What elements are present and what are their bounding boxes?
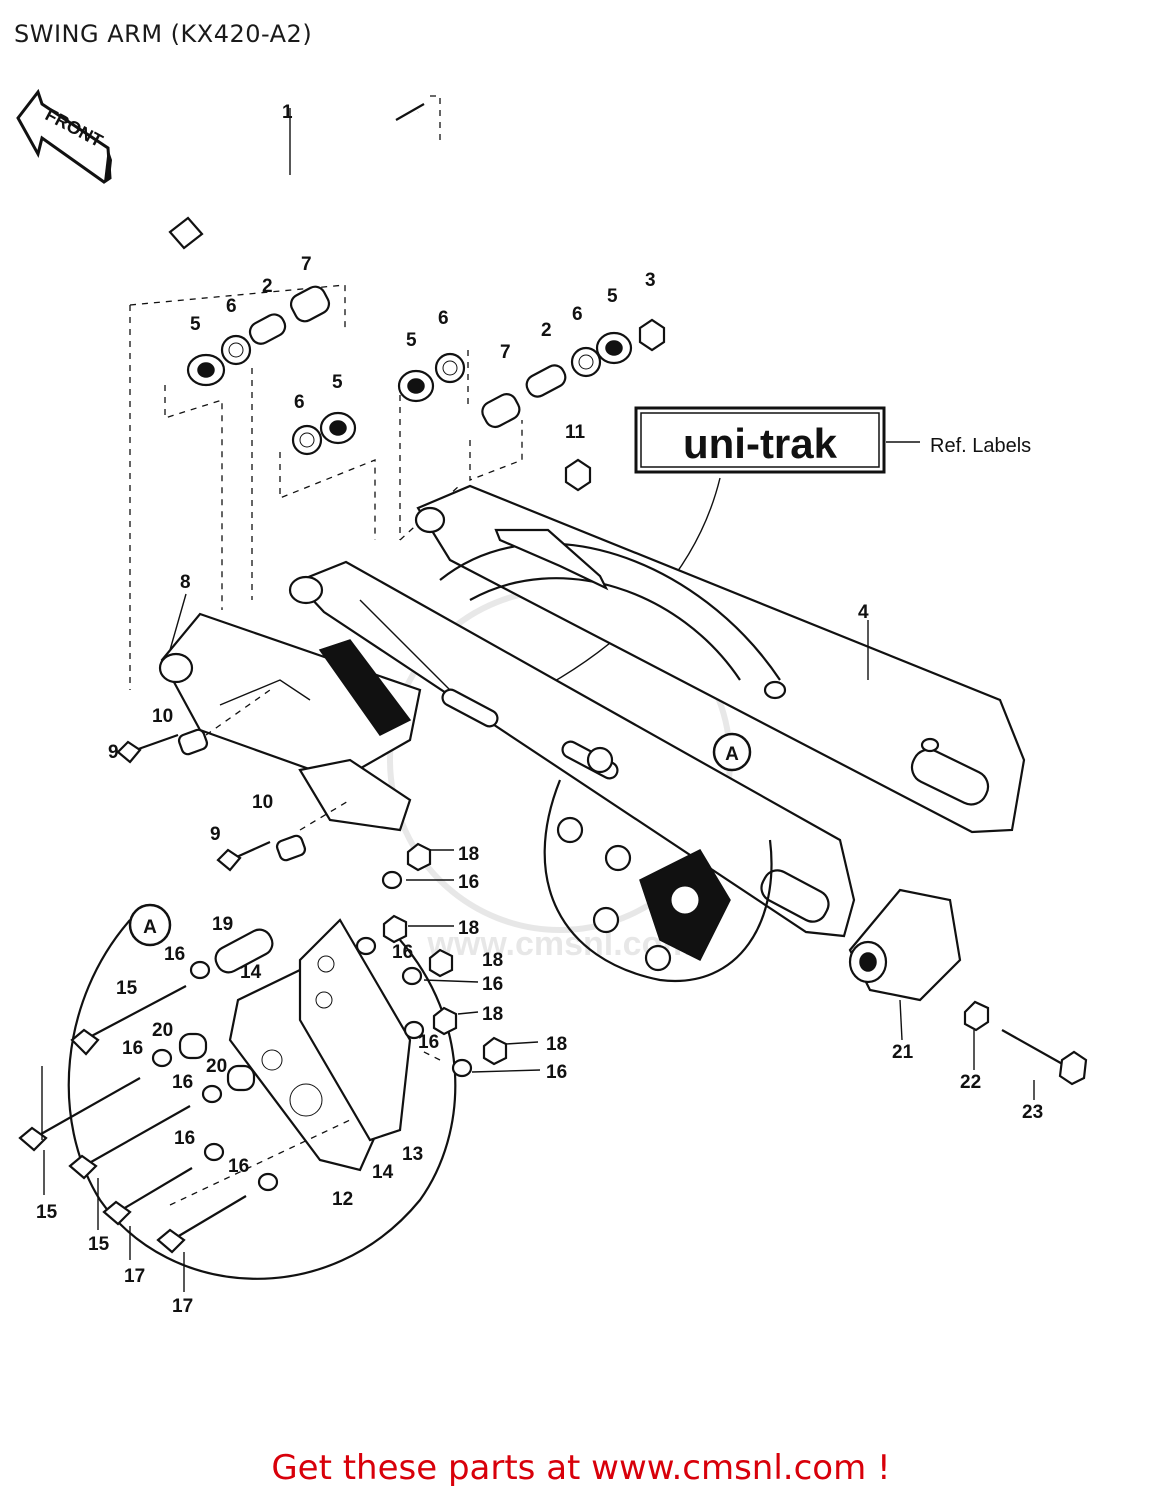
callout-9: 9 [108,742,119,763]
callout-numbers: 1 2 2 3 4 5 5 5 5 6 6 6 6 7 7 8 9 9 10 1… [36,102,1043,1317]
detail-marker-a: A [143,917,157,938]
callout-2b: 2 [541,320,552,341]
callout-17b: 17 [172,1296,193,1317]
callout-1: 1 [282,102,293,123]
callout-16a: 16 [458,872,479,893]
callout-3: 3 [645,270,656,291]
callout-7: 7 [301,254,312,275]
callout-21: 21 [892,1042,914,1063]
callout-19: 19 [212,914,233,935]
uni-trak-label: uni-trak Ref. Labels [519,406,1031,701]
callout-23: 23 [1022,1102,1043,1123]
detail-marker-a-main: A [712,732,752,772]
callout-15: 15 [116,978,138,999]
callout-18c: 18 [482,950,503,971]
callout-9b: 9 [210,824,221,845]
callout-20: 20 [152,1020,173,1041]
callout-18a: 18 [458,844,479,865]
callout-18d: 18 [482,1004,503,1025]
callout-4: 4 [858,602,869,623]
callout-10b: 10 [252,792,273,813]
callout-14b: 14 [372,1162,394,1183]
detail-a-view: A [18,842,508,1280]
callout-6b: 6 [294,392,305,413]
callout-16h: 16 [546,1062,567,1083]
callout-16j: 16 [228,1156,249,1177]
uni-trak-text: uni-trak [683,420,838,467]
callout-6: 6 [226,296,237,317]
pivot-bolt [168,103,425,250]
assembly-lines [129,95,523,690]
callout-22: 22 [960,1072,981,1093]
callout-16d: 16 [482,974,503,995]
callout-14: 14 [240,962,262,983]
swing-arm [158,484,1026,983]
callout-18b: 18 [458,918,479,939]
callout-5: 5 [190,314,201,335]
front-arrow-icon: FRONT [16,88,112,184]
callout-20b: 20 [206,1056,227,1077]
ref-labels-text: Ref. Labels [930,435,1031,457]
callout-16e: 16 [122,1038,143,1059]
callout-16c: 16 [392,942,413,963]
svg-text:A: A [725,744,739,765]
callout-16i: 16 [174,1128,195,1149]
callout-5c: 5 [406,330,417,351]
adjuster-parts [848,888,1088,1086]
callout-5b: 5 [332,372,343,393]
bolts-9-10 [116,689,351,872]
callout-7b: 7 [500,342,511,363]
callout-6d: 6 [572,304,583,325]
callout-12: 12 [332,1189,353,1210]
callout-11: 11 [565,422,586,443]
callout-8: 8 [180,572,191,593]
callout-6c: 6 [438,308,449,329]
page-title: SWING ARM (KX420-A2) [14,20,313,48]
callout-18e: 18 [546,1034,567,1055]
callout-15c: 15 [88,1234,110,1255]
callout-16f: 16 [418,1032,439,1053]
bushing-set-right [397,318,666,492]
callout-16b: 16 [164,944,185,965]
bushing-set-left [186,285,357,456]
callout-2: 2 [262,276,273,297]
footer-link-text[interactable]: Get these parts at www.cmsnl.com ! [271,1448,891,1488]
callout-15b: 15 [36,1202,58,1223]
leader-lines [41,593,1035,1292]
callout-10: 10 [152,706,173,727]
callout-17: 17 [124,1266,145,1287]
callout-13: 13 [402,1144,423,1165]
callout-5d: 5 [607,286,618,307]
callout-16g: 16 [172,1072,193,1093]
